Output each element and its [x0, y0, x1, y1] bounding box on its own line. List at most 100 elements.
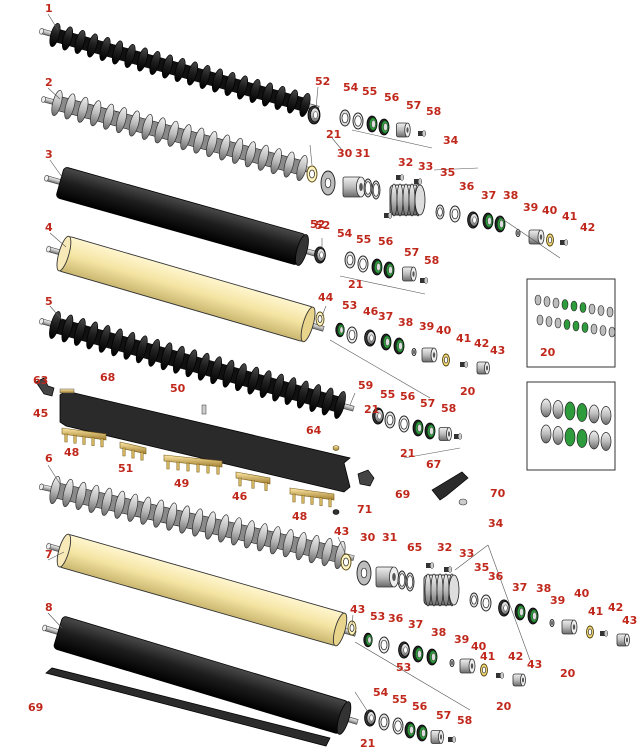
- part-61b: [420, 277, 429, 284]
- part-41b: [442, 353, 450, 367]
- inset-part: [599, 325, 607, 336]
- part-38b: [393, 337, 405, 355]
- callout-36: 36: [488, 570, 504, 583]
- callout-63: 63: [33, 374, 48, 387]
- comb-49: [235, 471, 271, 491]
- part-35a: [435, 204, 445, 220]
- part-38a: [494, 215, 506, 233]
- part-56a: [307, 105, 321, 125]
- callout-46: 46: [232, 490, 248, 503]
- inset-part: [600, 406, 612, 425]
- callout-59: 59: [358, 379, 373, 392]
- leader: [321, 305, 327, 317]
- callout-41: 41: [562, 210, 577, 223]
- callout-34: 34: [488, 517, 504, 530]
- scraper-bar-67: [59, 390, 351, 493]
- callout-54: 54: [337, 227, 353, 240]
- callout-42: 42: [580, 221, 595, 234]
- callout-21: 21: [348, 278, 363, 291]
- callout-6: 6: [45, 452, 53, 465]
- part-36c: [480, 594, 492, 612]
- part-59g: [404, 721, 416, 739]
- part-65d: [405, 572, 415, 592]
- callout-38: 38: [398, 316, 413, 329]
- leader: [433, 167, 479, 171]
- callout-40: 40: [436, 324, 452, 337]
- callout-39: 39: [523, 201, 538, 214]
- comb-50: [163, 454, 223, 475]
- inset-part: [576, 403, 588, 422]
- part-39b: [411, 348, 417, 356]
- callout-20: 20: [496, 700, 512, 713]
- inset-part: [552, 426, 564, 445]
- part-56b: [314, 246, 326, 264]
- callout-8: 8: [45, 601, 53, 614]
- leader: [315, 86, 319, 109]
- inset-part: [561, 299, 569, 310]
- part-31a: [342, 176, 366, 198]
- part-40b: [421, 347, 438, 363]
- part-65b: [371, 180, 381, 200]
- callout-21: 21: [400, 447, 415, 460]
- callout-44: 44: [318, 291, 334, 304]
- part-41c: [586, 625, 594, 639]
- part-43a: [476, 361, 490, 375]
- leader: [349, 392, 356, 406]
- part-60d: [430, 730, 444, 744]
- callout-20: 20: [560, 667, 576, 680]
- rollers-group: [38, 23, 359, 735]
- callout-43: 43: [490, 344, 505, 357]
- part-37d: [412, 645, 424, 663]
- callout-43: 43: [622, 614, 637, 627]
- inset-part: [588, 404, 600, 424]
- part-33c: [444, 566, 453, 573]
- callout-43: 43: [527, 658, 542, 671]
- callout-57: 57: [404, 246, 419, 259]
- callout-39: 39: [550, 594, 565, 607]
- callout-56: 56: [412, 700, 428, 713]
- part-55c: [498, 599, 510, 617]
- callout-67: 67: [426, 458, 441, 471]
- callout-37: 37: [378, 310, 393, 323]
- part-57c: [384, 411, 396, 429]
- inset-part: [540, 424, 552, 444]
- inset-part: [588, 303, 596, 315]
- pin-53: [201, 404, 207, 415]
- callout-56: 56: [384, 91, 400, 104]
- part-61d: [448, 736, 457, 743]
- part-54b: [363, 632, 373, 648]
- part-62b: [364, 709, 376, 727]
- callout-48: 48: [292, 510, 307, 523]
- callout-42: 42: [474, 337, 489, 350]
- leader: [49, 305, 63, 321]
- callout-55: 55: [356, 233, 371, 246]
- comb-51: [119, 441, 147, 461]
- leader: [49, 232, 67, 248]
- part-59c: [371, 258, 383, 276]
- part-39c: [549, 619, 555, 627]
- callout-33: 33: [459, 547, 474, 560]
- part-43b: [616, 633, 630, 647]
- callout-58: 58: [424, 254, 439, 267]
- part-43c: [512, 673, 526, 687]
- part-60c: [438, 427, 452, 441]
- part-38d: [426, 648, 438, 666]
- part-42c: [600, 630, 609, 637]
- callout-36: 36: [388, 612, 404, 625]
- part-44b: [347, 620, 357, 636]
- callout-31: 31: [355, 147, 370, 160]
- part-37b: [380, 333, 392, 351]
- leader: [497, 215, 561, 259]
- inset-part: [588, 430, 600, 450]
- part-59d: [383, 261, 395, 279]
- leader: [47, 612, 63, 629]
- inset-part: [576, 429, 588, 448]
- part-35b: [469, 592, 479, 608]
- callout-5: 5: [45, 295, 53, 308]
- roller-1-grooved: [39, 23, 320, 117]
- callout-55: 55: [392, 693, 407, 706]
- callout-57: 57: [420, 397, 435, 410]
- inset-part: [536, 314, 544, 326]
- part-61a: [418, 130, 427, 137]
- leader: [454, 544, 489, 571]
